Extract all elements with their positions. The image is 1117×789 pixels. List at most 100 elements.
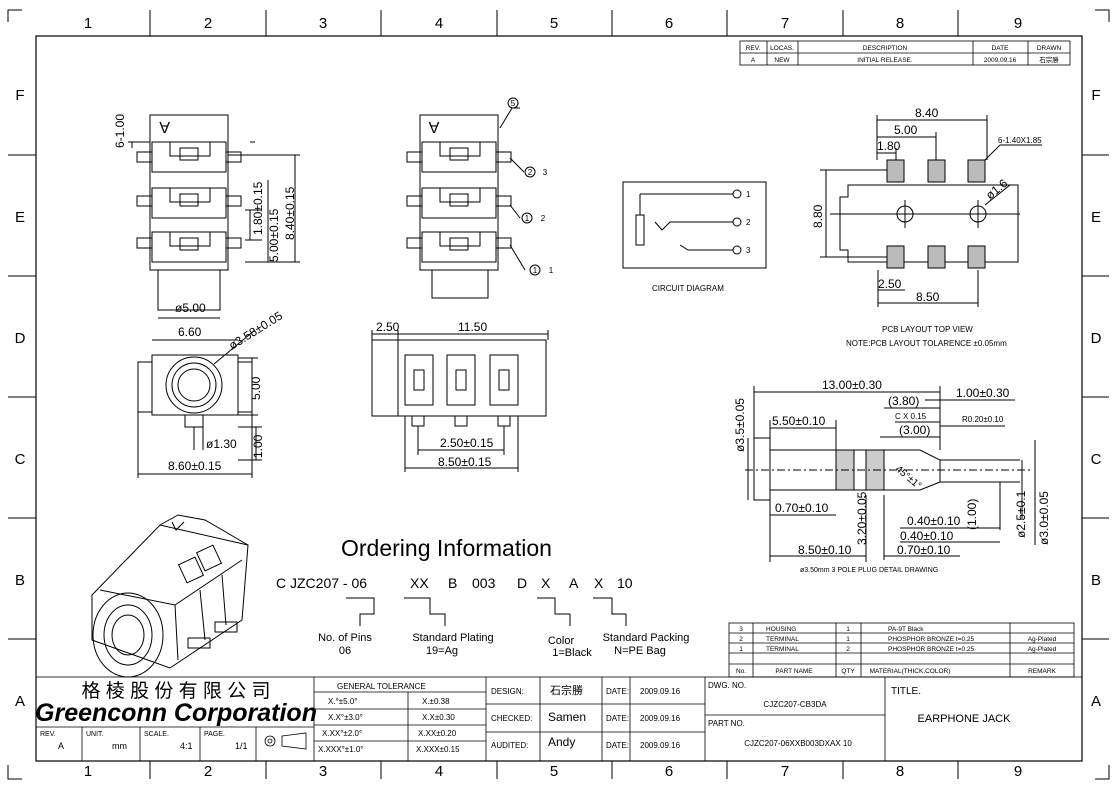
bottom-left-view [137,329,262,478]
plug-title: ø3.50mm 3 POLE PLUG DETAIL DRAWING [800,567,938,574]
bom-qty: 2 [846,646,850,653]
row-label: E [15,209,25,226]
code-x1: X [541,575,551,591]
col-label: 6 [665,15,673,32]
contact-slot [136,141,242,173]
pins-value: 06 [339,645,351,657]
jack-perspective-sketch [91,514,249,678]
rev-value: A [58,741,64,751]
dim-100: 1.00 [251,434,265,458]
pcb-dim-phi16: ø1.6 [983,176,1011,202]
bom-remark: Ag-Plated [1028,646,1057,653]
company-en: Greenconn Corporation [35,699,317,727]
plug-dim-45: 45°±1° [893,464,923,492]
tol-linear: X.±0.38 [422,697,450,706]
col-label: 1 [84,15,92,32]
dim-phi130: ø1.30 [206,437,237,451]
pin-1: 1 [549,266,554,275]
row-label: B [15,572,25,589]
date-label: DATE: [606,687,629,696]
rev-cell: 石宗勝 [1039,55,1059,64]
tolerance-title: GENERAL TOLERANCE [337,682,426,691]
plug-dim-phi30: ø3.0±0.05 [1037,491,1051,545]
plating-label: Standard Plating [412,632,493,644]
bottom-mid-view [371,330,549,472]
scale-label: SCALE. [144,731,169,738]
rev-header: LOCAS. [770,45,794,52]
part-value: CJZC207-06XXB003DXAX 10 [744,739,852,748]
row-label: F [1091,87,1100,104]
dim-660: 6.60 [178,325,202,339]
col-label: 7 [781,763,789,780]
bom-no: 3 [739,626,743,633]
rev-header: DESCRIPTION [863,45,908,52]
bom-header: MATERIAL(THICK,COLOR) [870,668,951,675]
checked-value: Samen [548,710,586,724]
pin-2: 2 [541,214,546,223]
pcb-title: PCB LAYOUT TOP VIEW [882,325,973,334]
date-value: 2009.09.16 [640,741,681,750]
plug-dim-1300: 13.00±0.30 [822,378,882,392]
plug-labels: 13.00±0.30 (3.80) 1.00±0.30 C X 0.15 R0.… [733,378,1051,574]
row-label: D [1091,330,1102,347]
callout-1b: 1 [533,266,538,275]
front-view-labels: A 6-1.00 1.80±0.15 5.00±0.15 8.40±0.15 ø… [113,114,297,315]
date-label: DATE: [606,741,629,750]
col-label: 2 [204,763,212,780]
col-label: 4 [435,15,443,32]
side-marker: A [428,118,439,135]
title-block: 格 棱 股 份 有 限 公 司 Greenconn Corporation RE… [35,676,1083,762]
dim-front-500: 5.00±0.15 [267,208,281,262]
dim-front-840: 8.40±0.15 [283,186,297,240]
date-label: DATE: [606,714,629,723]
company-cn: 格 棱 股 份 有 限 公 司 [82,680,271,702]
ordering-title: Ordering Information [341,535,552,561]
packing-label: Standard Packing [603,632,690,644]
bom-qty: 1 [846,636,850,643]
circuit-pin: 2 [746,218,751,227]
pcb-note: NOTE:PCB LAYOUT TOLARENCE ±0.05mm [846,339,1007,348]
plug-detail [745,386,1036,562]
circuit-pin: 3 [746,246,751,255]
pcb-dim-180: 1.80 [877,139,901,153]
bom-no: 1 [739,646,743,653]
page-label: PAGE. [204,731,225,738]
plug-dim-cx: C X 0.15 [895,412,927,421]
code-plating: XX [410,575,429,591]
code-d: D [517,575,527,591]
dim-250b: 2.50±0.15 [440,436,494,450]
rev-cell: A [751,57,756,64]
plug-dim-320: 3.20±0.05 [855,491,869,545]
bom-table: 3 HOUSING 1 PA-9T Black 2 TERMINAL 1 PHO… [728,622,1075,678]
dim-front-top: 6-1.00 [113,114,127,148]
pcb-dim-880: 8.80 [811,204,825,228]
rev-label: REV. [40,731,56,738]
dim-500: 5.00 [249,376,263,400]
date-value: 2009.09.16 [640,714,681,723]
tol-angle: X.XXX°±1.0° [318,745,363,754]
rev-cell: 2009.09.16 [984,57,1017,64]
dim-250: 2.50 [376,320,400,334]
plug-dim-100: 1.00±0.30 [956,386,1010,400]
side-view-labels: A 5 2 3 1 2 1 1 [428,99,553,275]
plug-dim-040b: 0.40±0.10 [900,529,954,543]
row-label: F [15,87,24,104]
bom-header: REMARK [1028,668,1056,675]
col-label: 3 [319,763,327,780]
date-value: 2009.09.16 [640,687,681,696]
bom-material: PHOSPHOR BRONZE t=0.25 [888,646,975,653]
title-label: TITLE. [891,686,921,697]
pins-label: No. of Pins [318,632,372,644]
row-label: D [15,330,26,347]
pin-3: 3 [543,168,548,177]
dim-phi358: ø3.58±0.05 [226,308,285,352]
dim-850: 8.50±0.15 [438,455,492,469]
col-label: 6 [665,763,673,780]
rev-header: DATE [992,45,1010,52]
plug-dim-550: 5.50±0.10 [772,414,826,428]
dim-1150: 11.50 [458,320,487,334]
pcb-labels: 8.40 5.00 1.80 6-1.40X1.85 8.80 ø1.6 2.5… [811,106,1042,348]
code-b: B [448,575,457,591]
col-label: 5 [550,15,558,32]
bottom-left-labels: 6.60 ø3.58±0.05 5.00 ø1.30 1.00 8.60±0.1… [168,308,285,473]
